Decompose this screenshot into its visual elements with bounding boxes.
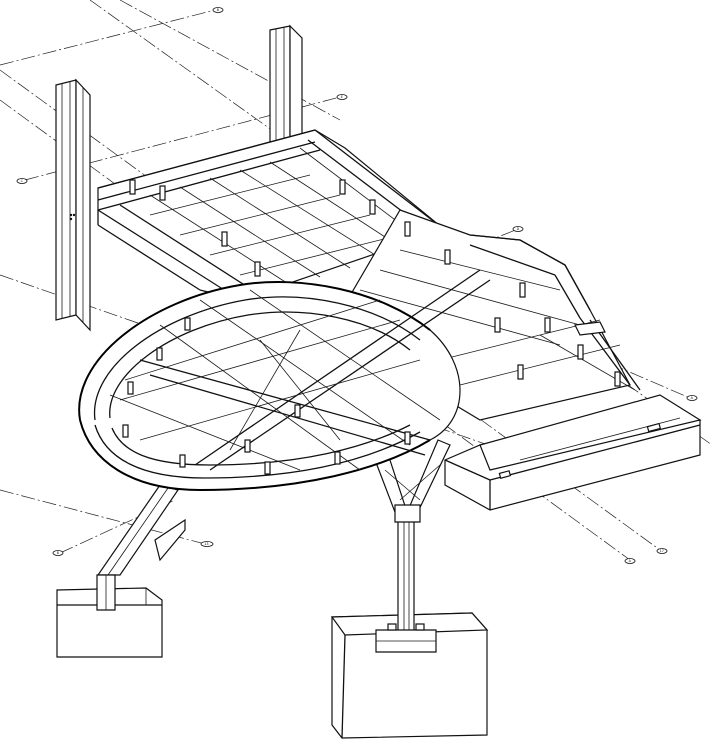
svg-text:13: 13 <box>204 542 208 546</box>
callout-tag: C <box>16 178 28 184</box>
railing-posts <box>122 179 621 475</box>
right-concrete-ledge <box>444 394 702 511</box>
svg-text:A: A <box>691 396 694 400</box>
callout-tag: D <box>512 226 524 232</box>
callout-tag: B <box>52 550 64 556</box>
callout-tag: 17 <box>656 548 668 554</box>
svg-text:B: B <box>217 8 220 12</box>
svg-text:E: E <box>341 95 343 99</box>
svg-text:D: D <box>517 227 520 231</box>
svg-text:C: C <box>21 179 24 183</box>
rear-rectangular-deck <box>97 129 447 301</box>
callout-tag: B <box>212 7 224 13</box>
oval-platform <box>78 269 491 492</box>
callout-tag: 13 <box>200 541 214 547</box>
callout-tag: A <box>624 558 636 564</box>
callout-tag: E <box>336 94 348 100</box>
left-foundation-block <box>56 587 163 658</box>
center-column <box>371 439 451 653</box>
svg-text:17: 17 <box>660 549 664 553</box>
callout-tags: B E C D A 13 B A <box>16 7 698 564</box>
svg-text:A: A <box>629 559 632 563</box>
left-inclined-support <box>96 484 186 611</box>
svg-text:B: B <box>57 551 60 555</box>
left-column <box>55 78 91 332</box>
callout-tag: A <box>686 395 698 401</box>
